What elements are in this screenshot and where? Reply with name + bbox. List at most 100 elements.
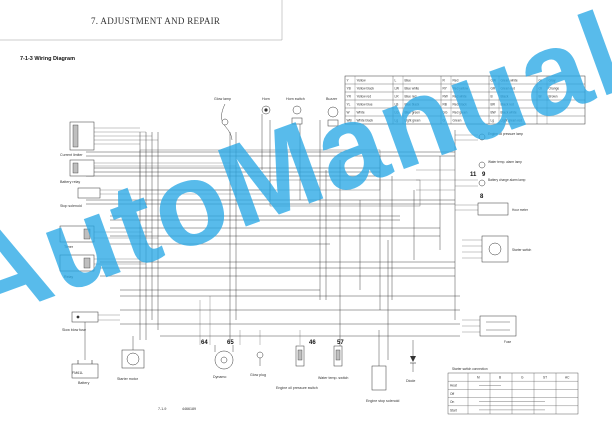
oil-pressure-switch: Engine oil pressure switch	[276, 345, 318, 390]
starter-switch-table-row-label: Off	[450, 392, 454, 396]
horn-switch-label: Horn switch	[286, 97, 305, 101]
engine-stop-solenoid: Engine stop solenoid	[366, 330, 399, 403]
horn-label: Horn	[262, 97, 270, 101]
battery-relay-label: Battery relay	[60, 180, 80, 184]
water-temp-alarm-label: Water temp. alarm lamp	[488, 160, 522, 164]
legend-code: L	[395, 78, 397, 82]
battery-rating-label: FM61L	[72, 371, 83, 375]
legend-code: Y	[347, 78, 350, 82]
starter-switch-table-row-label: Heat	[450, 384, 457, 388]
legend-color-name: Blue	[405, 78, 412, 82]
battery: FM61L Battery	[71, 322, 99, 385]
legend-color-name: Red black	[453, 102, 468, 106]
stop-solenoid-lower-label: Engine stop solenoid	[366, 399, 399, 403]
legend-code: W	[347, 110, 350, 114]
glow-plug-label: Glow plug	[250, 373, 266, 377]
legend-code: Gr	[539, 78, 543, 82]
legend-code: GG	[443, 110, 448, 114]
relay: Relay	[59, 254, 95, 279]
legend-color-name: Yellow red	[357, 94, 372, 98]
legend-color-name: Green red	[501, 86, 516, 90]
legend-color-name: Blue green	[405, 110, 421, 114]
legend-color-name: Red yellow	[453, 86, 469, 90]
legend-color-name: Black	[501, 94, 509, 98]
starter-switch-table-column: ST	[543, 376, 547, 380]
oil-pressure-switch-label: Engine oil pressure switch	[276, 386, 318, 390]
legend-code: Lg	[395, 118, 399, 122]
legend-color-name: White black	[357, 118, 374, 122]
legend-color-name: Blue red	[405, 94, 417, 98]
callout-65: 65	[227, 340, 234, 346]
oil-pressure-lamp-label: Engine oil pressure lamp	[488, 132, 523, 136]
legend-code: YR	[347, 94, 352, 98]
legend-color-name: Yellow blue	[357, 102, 373, 106]
stop-solenoid-label: Stop solenoid	[60, 204, 82, 208]
horn: Horn	[261, 97, 271, 115]
buzzer-label: Buzzer	[326, 97, 338, 101]
legend-code: YB	[347, 86, 351, 90]
starter-switch: Starter switch	[481, 235, 532, 263]
callout-57: 57	[337, 340, 344, 346]
legend-color-name: Red green	[453, 110, 468, 114]
page-title: 7. ADJUSTMENT AND REPAIR	[91, 16, 220, 26]
glow-plug: Glow plug	[250, 351, 266, 377]
glow-lamp-label: Glow lamp	[214, 97, 231, 101]
legend-code: GW	[491, 78, 497, 82]
battery-charge-lamp-label: Battery charge alarm lamp	[488, 178, 526, 182]
section-title: 7-1-3 Wiring Diagram	[20, 56, 75, 62]
legend-color-name: Orange	[549, 86, 560, 90]
legend-code: GR	[491, 86, 496, 90]
legend-color-name: Blue black	[405, 102, 420, 106]
water-temp-switch: Water temp. switch	[318, 345, 348, 380]
buzzer: Buzzer	[326, 97, 339, 127]
starter-switch-table-column: G	[521, 376, 524, 380]
callout-64: 64	[201, 340, 208, 346]
diode: Diode	[406, 340, 416, 383]
legend-color-name: Light green red	[501, 118, 523, 122]
legend-color-name: Blue white	[405, 86, 420, 90]
legend-code: R	[443, 78, 446, 82]
hour-meter: Hour meter	[477, 202, 529, 216]
starter-switch-label: Starter switch	[512, 248, 532, 252]
current-limiter-label: Current limiter	[60, 153, 83, 157]
legend-code: WB	[347, 118, 352, 122]
dynamo-label: Dynamo	[213, 375, 226, 379]
oil-pressure-lamp: Engine oil pressure lamp	[478, 132, 523, 141]
timer-label: Timer	[64, 245, 74, 249]
starter-switch-table-frame	[447, 372, 579, 415]
relay-label: Relay	[64, 275, 73, 279]
callout-46: 46	[309, 340, 316, 346]
fuse-block: Fuse	[479, 315, 517, 344]
legend-code: Lg	[491, 118, 495, 122]
starter-motor: Starter motor	[117, 336, 145, 381]
stop-solenoid: Stop solenoid	[60, 187, 101, 208]
legend-color-name: Green white	[501, 78, 518, 82]
battery-label: Battery	[78, 381, 90, 385]
hour-meter-label: Hour meter	[512, 208, 529, 212]
glow-lamp: Glow lamp	[214, 97, 233, 141]
starter-motor-label: Starter motor	[117, 377, 139, 381]
document-code: 4466189	[182, 407, 196, 411]
battery-relay: Battery relay	[60, 159, 95, 184]
legend-code: Or	[539, 86, 543, 90]
legend-code: B	[491, 94, 493, 98]
starter-switch-table-column: M	[477, 376, 480, 380]
water-temp-switch-label: Water temp. switch	[318, 376, 348, 380]
legend-code: LB	[395, 102, 399, 106]
legend-code: YL	[347, 102, 351, 106]
timer: Timer	[59, 225, 95, 249]
callout-9: 9	[482, 172, 486, 178]
starter-switch-table-row-label: On	[450, 400, 454, 404]
legend-color-name: Black red	[501, 102, 515, 106]
page-number: 7-1-9	[158, 407, 166, 411]
legend-code: RW	[443, 94, 448, 98]
callout-numbers: 64 65 46 57 11 9 8	[201, 172, 486, 346]
dynamo: Dynamo	[213, 345, 234, 379]
current-limiter: Current limiter	[60, 121, 95, 157]
legend-color-name: Black white	[501, 110, 517, 114]
callout-8: 8	[480, 194, 484, 200]
legend-code: RY	[443, 86, 448, 90]
